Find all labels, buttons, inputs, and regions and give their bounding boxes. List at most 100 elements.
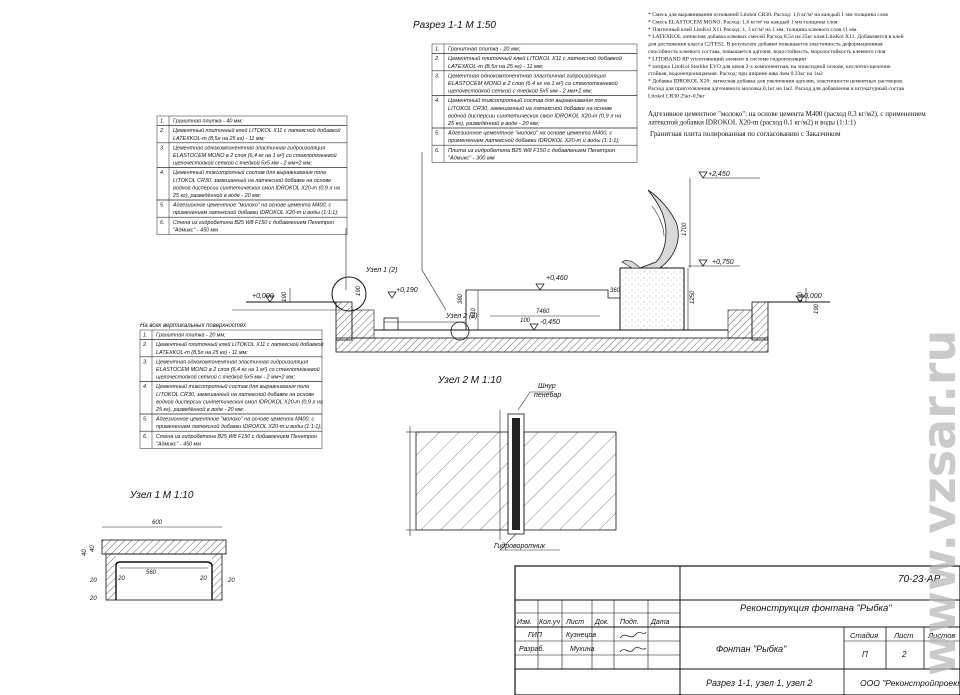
- cement-note: Адгезивное цементное "молоко": на основе…: [648, 110, 926, 127]
- signature-1: [619, 631, 647, 639]
- node-1-cap: [101, 539, 227, 555]
- legend-row-number: 5.: [143, 417, 148, 423]
- legend-row-text: щелочестойкой сеткой с ячейкой 5х5 мм - …: [156, 374, 295, 381]
- note-line: Расход для приготовления адгезивного мол…: [648, 85, 904, 92]
- stamp-h-list: Лист: [565, 619, 584, 626]
- note-line: * Добавка IDROKOL X20: латексная добавка…: [648, 78, 904, 85]
- legend-row-text: Гранитная плитка - 40 мм;: [173, 119, 243, 125]
- legend-row-text: "Адмикс" - 300 мм: [448, 155, 495, 161]
- stamp-h-podp: Подп.: [620, 618, 639, 626]
- node-1-wall-right: [212, 554, 222, 600]
- waterstop-strip: [512, 418, 520, 530]
- stamp-code: 70-23-АР: [898, 574, 941, 585]
- legend-row-number: 4.: [435, 98, 440, 104]
- dim-100: 100: [520, 318, 531, 324]
- legend-row-text: 25 кг), разведённой в воде - 20 мм;: [172, 192, 262, 199]
- legend-row-number: 3.: [160, 145, 165, 151]
- legend-row-text: ELASTOCEM MONO в 2 слоя (6,4 кг на 1 м²)…: [156, 366, 320, 373]
- level-m0450: -0,450: [540, 319, 560, 326]
- cord-label-1: Шнур: [538, 383, 556, 390]
- fish-tail: [621, 260, 641, 269]
- stamp-h-sheet: Лист: [893, 631, 913, 640]
- stamp-org: ООО "Реконстройпроект": [860, 678, 960, 688]
- note-line: Litokol CR30 25кг-0,9кг: [648, 93, 706, 99]
- stamp-h-koluch: Кол.уч: [539, 619, 560, 626]
- fish-detail: [651, 205, 665, 237]
- node-2-detail: Узел 2 М 1:10 Шнур пенебар Гидроворотник: [406, 375, 617, 551]
- stamp-role-razrab: Разраб.: [519, 645, 544, 653]
- signature-2: [619, 646, 647, 653]
- legend-row-number: 1.: [435, 47, 440, 53]
- stamp-frame: [514, 565, 960, 695]
- legend-row-text: Цементный плиточный клей LITOKOL X11 с л…: [156, 341, 324, 348]
- dim-910: 910: [471, 307, 477, 318]
- note-line: * Смесь ELASTOCEM MONO. Расход: 1,6 кг/м…: [648, 18, 838, 25]
- legend-row-text: Цементный тиксотропный состав для выравн…: [156, 383, 309, 390]
- node-1-dim-560: 560: [146, 570, 157, 576]
- dim-1250: 1250: [690, 290, 696, 304]
- level-0750: +0,750: [712, 259, 734, 266]
- legend-row-text: 25 кг), разведённой в воде - 20 мм;: [447, 120, 540, 127]
- node-1-wall-left: [106, 554, 116, 600]
- legend-row-text: Цементный тиксотропный состав для выравн…: [448, 97, 607, 104]
- stamp-sheet-title: Разрез 1-1, узел 1, узел 2: [706, 678, 812, 688]
- cord-leader: [517, 391, 552, 411]
- node-1-dim-600: 600: [152, 520, 163, 526]
- stamp-sheet: 2: [901, 650, 907, 659]
- stamp-h-dok: Док.: [594, 619, 609, 626]
- legend-row-text: "Адмикс" - 450 мм: [156, 441, 201, 447]
- section-1-1: Разрез 1-1 М 1:50 Узел 1 (2) Узел 2 (2): [232, 20, 830, 353]
- legend-row-text: Стена из гидробетона В25 W8 F150 с добав…: [156, 434, 317, 440]
- stamp-object: Фонтан "Рыбка": [716, 644, 787, 654]
- legend-row-number: 2.: [142, 342, 148, 348]
- legend-row-number: 4.: [160, 170, 165, 176]
- node-2-callout: [450, 321, 470, 341]
- dim-190-c: 190: [356, 285, 362, 296]
- legend-row-text: Адгезионное цементное "молоко" на основе…: [447, 131, 612, 137]
- dimension-lines: 1700 190 190 360 380 910 1250 7460 100 1…: [282, 178, 820, 330]
- legend-row-text: щелочестойкой сеткой с ячейкой 5х5 мм - …: [448, 88, 593, 95]
- node-1-detail: Узел 1 М 1:10 600 560 40 40 20 20 20 20 …: [82, 490, 235, 602]
- level-marks: +2,450 +0,750 +0,460 +0,190 +0,000 +0,00…: [252, 171, 822, 331]
- legend-row-text: LITOKOL CR30, замешанный на латексной до…: [448, 105, 612, 112]
- note-line: Адгезивное цементное "молоко": на основе…: [648, 110, 926, 118]
- legend-row-text: водной дисперсии синтетических смол IDRO…: [156, 398, 323, 405]
- node-2-left-block: [415, 431, 509, 531]
- legend-row-text: Стена из гидробетона В25 W8 F150 с добав…: [173, 220, 334, 226]
- legend-row-text: Цементный плиточный клей LITOKOL X11 с л…: [173, 127, 341, 134]
- legend-row-text: Гранитная плитка - 20 мм;: [448, 47, 521, 53]
- legend-row-text: LATEXKOL-m (8,5л на 25 кг) - 11 мм;: [173, 136, 265, 142]
- legend-row-number: 5.: [435, 131, 440, 137]
- legend-vertical-header: На всех вертикальных поверхностях: [140, 323, 247, 329]
- dim-190-a: 190: [282, 291, 288, 302]
- level-0000-left: +0,000: [252, 293, 274, 300]
- legend-row-number: 5.: [160, 203, 165, 209]
- level-2450: +2,450: [708, 171, 730, 178]
- node-2-title: Узел 2 М 1:10: [437, 375, 502, 386]
- stamp-project: Реконструкция фонтана "Рыбка": [740, 603, 892, 614]
- legend-row-number: 6.: [160, 220, 165, 226]
- node-1-dim-20c: 20: [227, 578, 235, 584]
- note-line: * Плиточный клей LitoKol X11 Расход: 1, …: [648, 26, 858, 33]
- legend-row-number: 2.: [434, 56, 440, 62]
- stamp-name-kuznetsov: Кузнецов: [566, 632, 596, 639]
- legend-row-number: 3.: [435, 73, 440, 79]
- stamp-role-gip: ГИП: [528, 632, 543, 639]
- node-2-right-block: [523, 431, 617, 531]
- legend-row-text: Цементный тиксотропный состав для выравн…: [173, 169, 326, 176]
- waterstop-leader: [499, 533, 560, 551]
- notes-block: * Смесь для выравнивания оснований Litok…: [648, 11, 904, 99]
- podium-fill: [620, 268, 684, 330]
- note-line: способность клеевого состава, повышается…: [648, 48, 886, 55]
- fish-sculpture: [639, 189, 679, 269]
- note-line: стойкая, водонепроницаемая. Расход: при …: [648, 70, 823, 77]
- note-line: латексной добавки IDROKOL X20-m (расход …: [648, 119, 856, 127]
- note-line: * LITOBAND RP уплотняющий элемент в сист…: [648, 55, 806, 62]
- legend-row-text: LATEXKOL-m (8,5л на 25 кг) - 11 мм;: [448, 64, 544, 70]
- legend-row-text: Цементная однокомпонентная эластичная ги…: [173, 145, 325, 151]
- legend-row-number: 2.: [159, 128, 165, 134]
- legend-row-text: LITOKOL CR30, замешанный на латексной до…: [156, 391, 314, 398]
- dim-190-b: 190: [798, 291, 804, 302]
- legend-row-number: 6.: [435, 148, 440, 154]
- stamp-h-stage: Стадия: [850, 631, 878, 640]
